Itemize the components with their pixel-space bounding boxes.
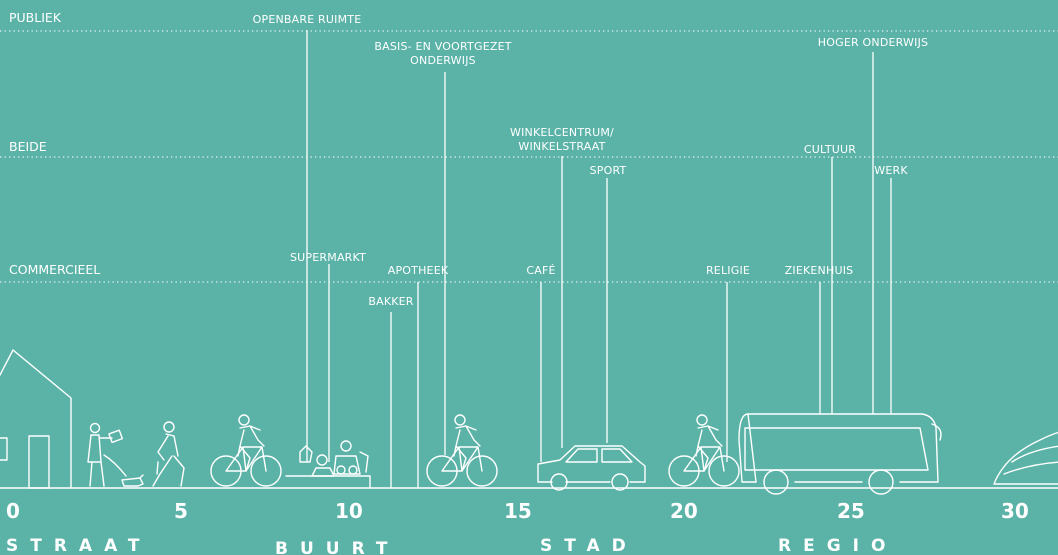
zone-buurt: BUURT	[275, 539, 400, 555]
scale-tick-20: 20	[670, 499, 698, 523]
level-label-public: PUBLIEK	[9, 10, 62, 25]
children-icon	[286, 441, 370, 488]
label-sport: SPORT	[590, 164, 627, 177]
label-basis-line2: ONDERWIJS	[410, 54, 476, 67]
zone-straat: STRAAT	[6, 536, 152, 555]
zone-stad: STAD	[540, 536, 638, 555]
scale-tick-25: 25	[837, 499, 865, 523]
scale-tick-0: 0	[6, 499, 20, 523]
label-hoger-onderwijs: HOGER ONDERWIJS	[818, 36, 928, 49]
level-label-both: BEIDE	[9, 139, 47, 154]
label-bakker: BAKKER	[368, 295, 413, 308]
train-icon	[994, 432, 1058, 484]
label-ziekenhuis: ZIEKENHUIS	[785, 264, 854, 277]
scale-tick-10: 10	[335, 499, 363, 523]
cyclist-icon-3	[669, 415, 739, 486]
car-icon	[538, 446, 645, 490]
dog-walker-icon	[88, 424, 143, 487]
label-winkel-line2: WINKELSTRAAT	[518, 140, 605, 153]
label-cafe: CAFÉ	[526, 264, 555, 277]
label-openbare-ruimte: OPENBARE RUIMTE	[253, 13, 362, 26]
bus-icon	[739, 414, 941, 494]
pedestrian-icon	[153, 422, 184, 486]
scale-tick-30: 30	[1001, 499, 1029, 523]
scale-tick-5: 5	[174, 499, 188, 523]
level-label-commercial: COMMERCIEEL	[9, 262, 100, 277]
zone-regio: REGIO	[778, 536, 897, 555]
cyclist-icon-1	[211, 415, 281, 486]
label-religie: RELIGIE	[706, 264, 750, 277]
label-apotheek: APOTHEEK	[388, 264, 449, 277]
label-basis-line1: BASIS- EN VOORTGEZET	[374, 40, 511, 53]
label-werk: WERK	[874, 164, 908, 177]
house-icon	[0, 350, 71, 488]
label-cultuur: CULTUUR	[804, 143, 856, 156]
scale-tick-15: 15	[504, 499, 532, 523]
label-supermarkt: SUPERMARKT	[290, 251, 366, 264]
label-winkel-line1: WINKELCENTRUM/	[510, 126, 614, 139]
cyclist-icon-2	[427, 415, 497, 486]
